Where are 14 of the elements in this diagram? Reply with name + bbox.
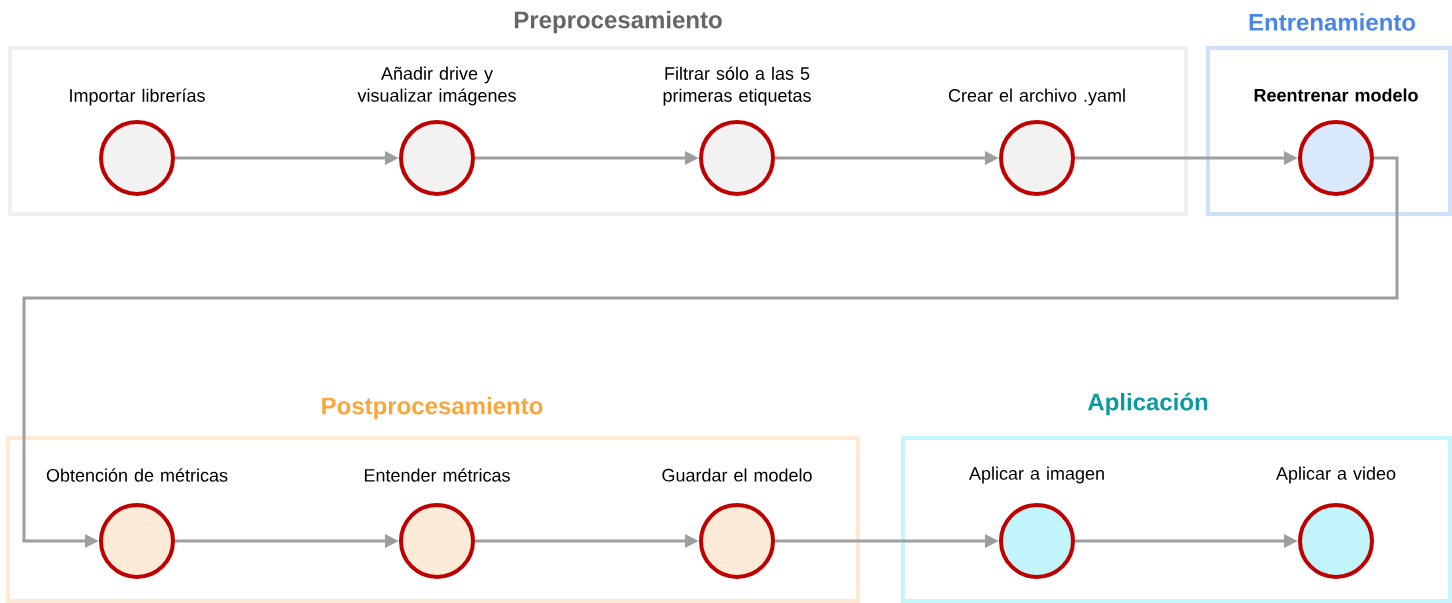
step-label: Importar librerías	[70, 88, 205, 106]
step-label: Reentrenar modelo	[1254, 88, 1418, 102]
step-label: Aplicar a video	[1276, 466, 1396, 484]
step-label: Obtención de métricas	[46, 468, 228, 482]
group-title: Postprocesamiento	[322, 396, 543, 420]
group-title: Preprocesamiento	[514, 10, 722, 34]
group-title: Aplicación	[1087, 392, 1208, 416]
step-label: Añadir drive y visualizar imágenes	[357, 66, 516, 106]
step-label: Guardar el modelo	[662, 468, 812, 482]
group-title: Entrenamiento	[1249, 13, 1416, 31]
step-label: Filtrar sólo a las 5 primeras etiquetas	[663, 66, 811, 106]
step-label: Aplicar a imagen	[969, 466, 1104, 484]
step-label: Crear el archivo .yaml	[948, 88, 1125, 106]
step-label: Entender métricas	[364, 468, 510, 482]
